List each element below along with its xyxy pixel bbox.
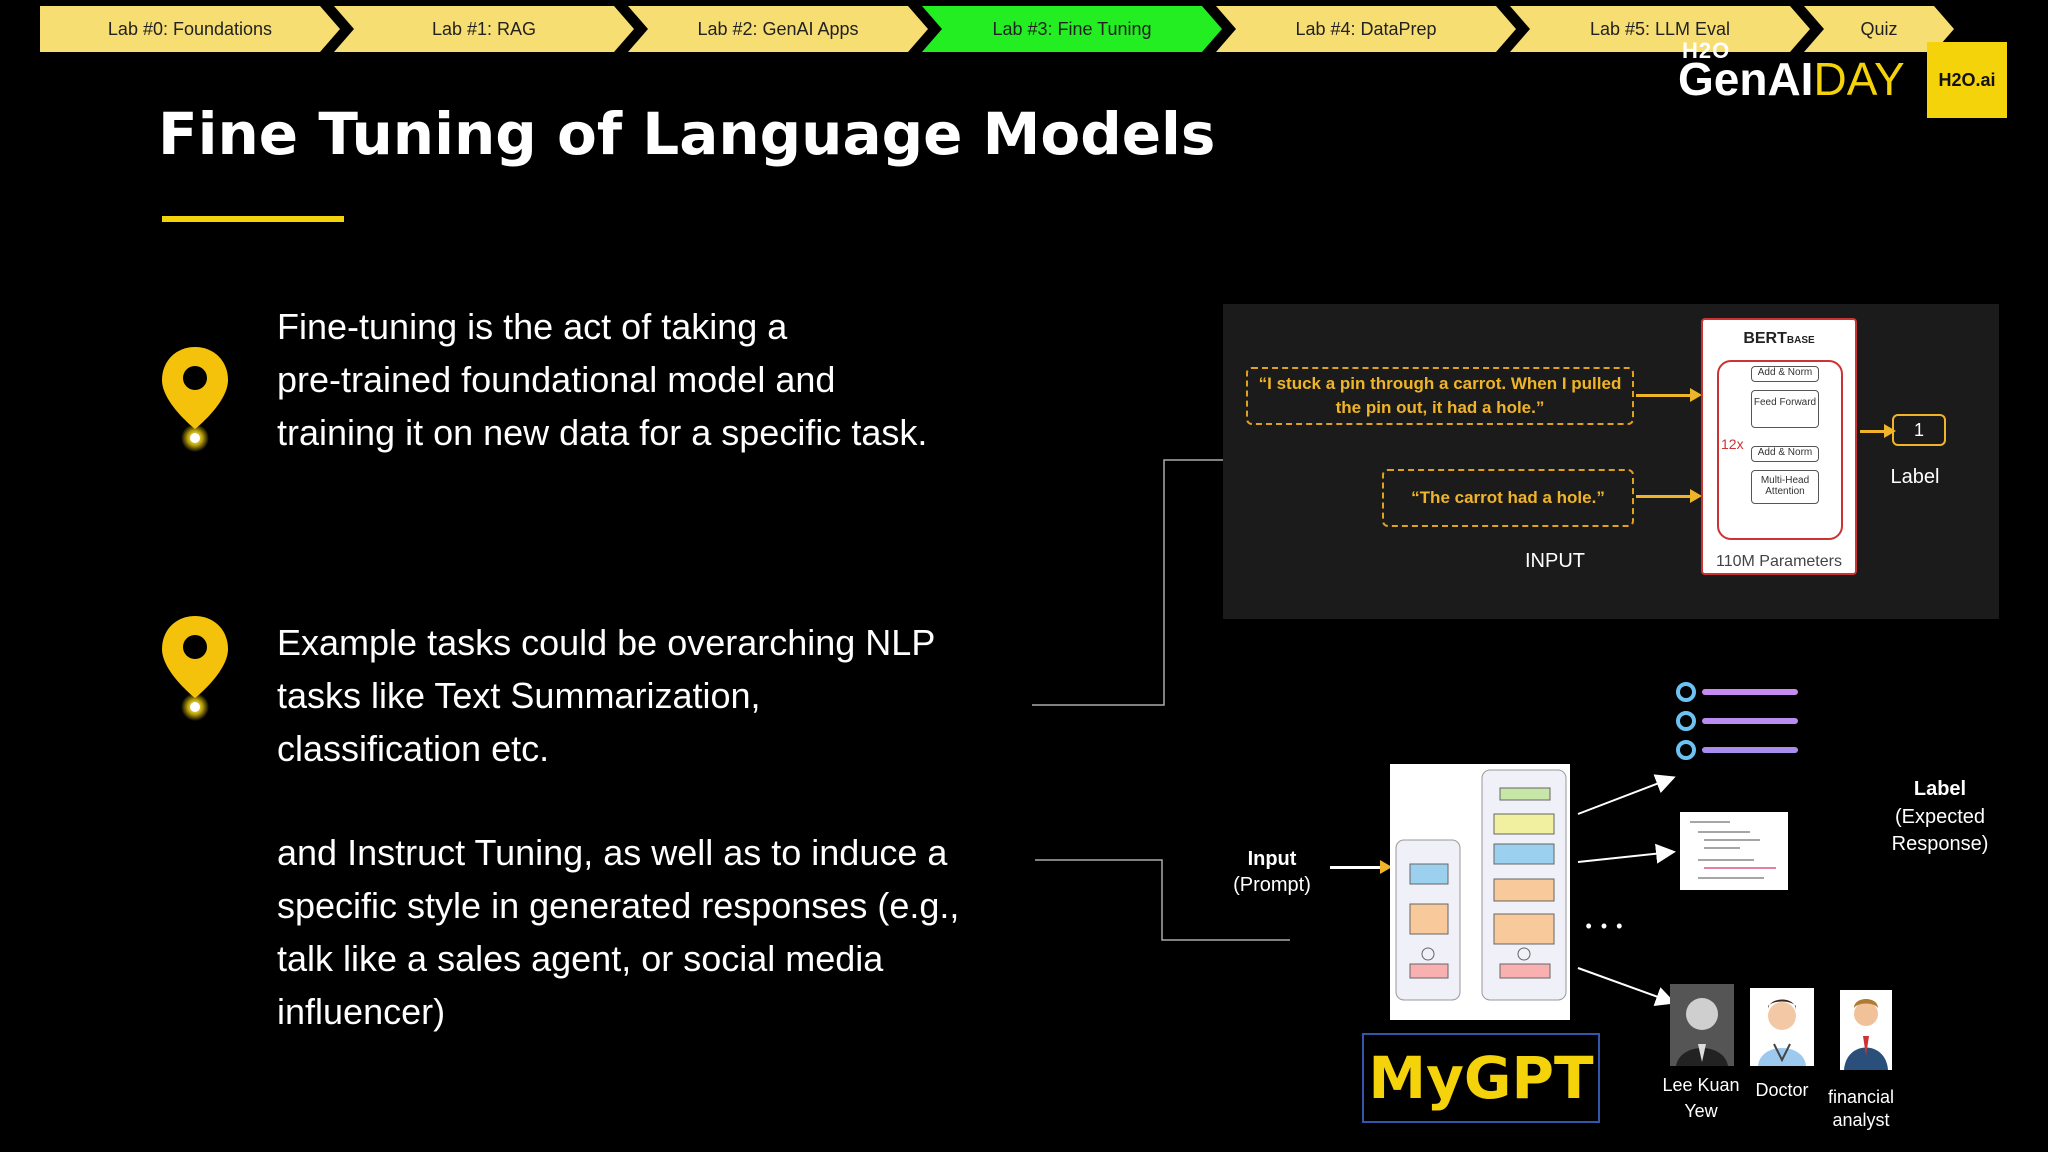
h2o-badge-logo: H2O.ai	[1927, 42, 2007, 118]
input-sentence-2: “The carrot had a hole.”	[1382, 469, 1634, 527]
nav-item-label: Lab #3: Fine Tuning	[992, 18, 1152, 39]
parameter-count: 110M Parameters	[1716, 553, 1842, 570]
bert-sub: BASE	[1786, 335, 1815, 346]
transformer-architecture-diagram	[1390, 764, 1570, 1020]
financial-analyst-avatar	[1840, 990, 1892, 1070]
output-label-box: 1	[1892, 414, 1946, 446]
bullet-text-example-tasks: Example tasks could be overarching NLP t…	[277, 622, 936, 769]
nav-item-label: Lab #2: GenAI Apps	[697, 18, 859, 39]
logo-day: DAY	[1813, 53, 1905, 105]
input-sentence-1: “I stuck a pin through a carrot. When I …	[1246, 367, 1634, 425]
repeat-count: 12x	[1721, 436, 1744, 452]
add-norm-block: Add & Norm	[1751, 446, 1819, 462]
nav-item-lab2[interactable]: Lab #2: GenAI Apps	[628, 6, 928, 52]
arrow-right-icon	[1636, 388, 1702, 402]
bert-diagram-panel	[1223, 304, 1999, 619]
bert-model-title: BERTBASE	[1703, 330, 1855, 348]
location-pin-icon	[162, 347, 228, 452]
nav-item-lab3-active[interactable]: Lab #3: Fine Tuning	[922, 6, 1222, 52]
add-norm-block: Add & Norm	[1751, 366, 1819, 382]
slide-title: Fine Tuning of Language Models	[158, 100, 1216, 168]
nav-item-lab1[interactable]: Lab #1: RAG	[334, 6, 634, 52]
expected-label-title: Label	[1913, 778, 1967, 800]
list-icon	[1676, 682, 1798, 760]
persona-label: financial analyst	[1827, 1087, 1895, 1130]
nav-item-lab0[interactable]: Lab #0: Foundations	[40, 6, 340, 52]
ellipsis: • • •	[1585, 916, 1625, 936]
doctor-avatar	[1750, 988, 1814, 1066]
nav-item-label: Lab #5: LLM Eval	[1589, 18, 1731, 39]
nav-item-lab4[interactable]: Lab #4: DataPrep	[1216, 6, 1516, 52]
bullet-text-instruct-tuning: and Instruct Tuning, as well as to induc…	[277, 832, 960, 1032]
location-pin-icon	[162, 616, 228, 721]
nav-item-label: Lab #1: RAG	[431, 18, 537, 39]
logo-h2o-text: H2O	[1682, 38, 1731, 63]
logo-genai-day: GenAIDAY	[1678, 52, 1905, 106]
input-prompt-label: Input	[1247, 848, 1297, 870]
logo-gen: GenAI	[1678, 53, 1814, 105]
feed-forward-block: Feed Forward	[1751, 390, 1819, 428]
mygpt-logo: MyGPT	[1362, 1033, 1600, 1123]
bert-model-box: BERTBASE Add & Norm Feed Forward Add & N…	[1701, 318, 1857, 575]
code-snippet-thumbnail	[1680, 812, 1788, 890]
persona-label: Lee Kuan Yew	[1662, 1075, 1740, 1121]
nav-item-label: Lab #4: DataPrep	[1295, 18, 1437, 39]
arrow-right-icon	[1636, 489, 1702, 503]
bullet-text-definition: Fine-tuning is the act of taking a pre-t…	[277, 306, 928, 453]
arrow-right-icon	[1330, 860, 1392, 874]
arrow-right-icon	[1860, 424, 1896, 438]
lee-kuan-yew-avatar	[1670, 984, 1734, 1066]
output-arrows	[1577, 774, 1676, 1006]
expected-label-sub: (Expected Response)	[1891, 806, 1989, 855]
bert-name: BERT	[1743, 330, 1787, 347]
persona-label: Doctor	[1755, 1080, 1809, 1100]
output-label-caption: Label	[1890, 466, 1940, 488]
input-label: INPUT	[1525, 550, 1585, 572]
input-prompt-sub: (Prompt)	[1233, 874, 1311, 896]
nav-item-lab5[interactable]: Lab #5: LLM Eval	[1510, 6, 1810, 52]
nav-item-label: Lab #0: Foundations	[107, 18, 273, 39]
nav-item-quiz[interactable]: Quiz	[1804, 6, 1954, 52]
lab-navigation: Lab #0: Foundations Lab #1: RAG Lab #2: …	[40, 6, 1960, 52]
encoder-stack-outline	[1717, 360, 1843, 540]
multi-head-attention-block: Multi-Head Attention	[1751, 470, 1819, 504]
title-underline	[162, 216, 344, 222]
nav-item-label: Quiz	[1860, 18, 1898, 39]
